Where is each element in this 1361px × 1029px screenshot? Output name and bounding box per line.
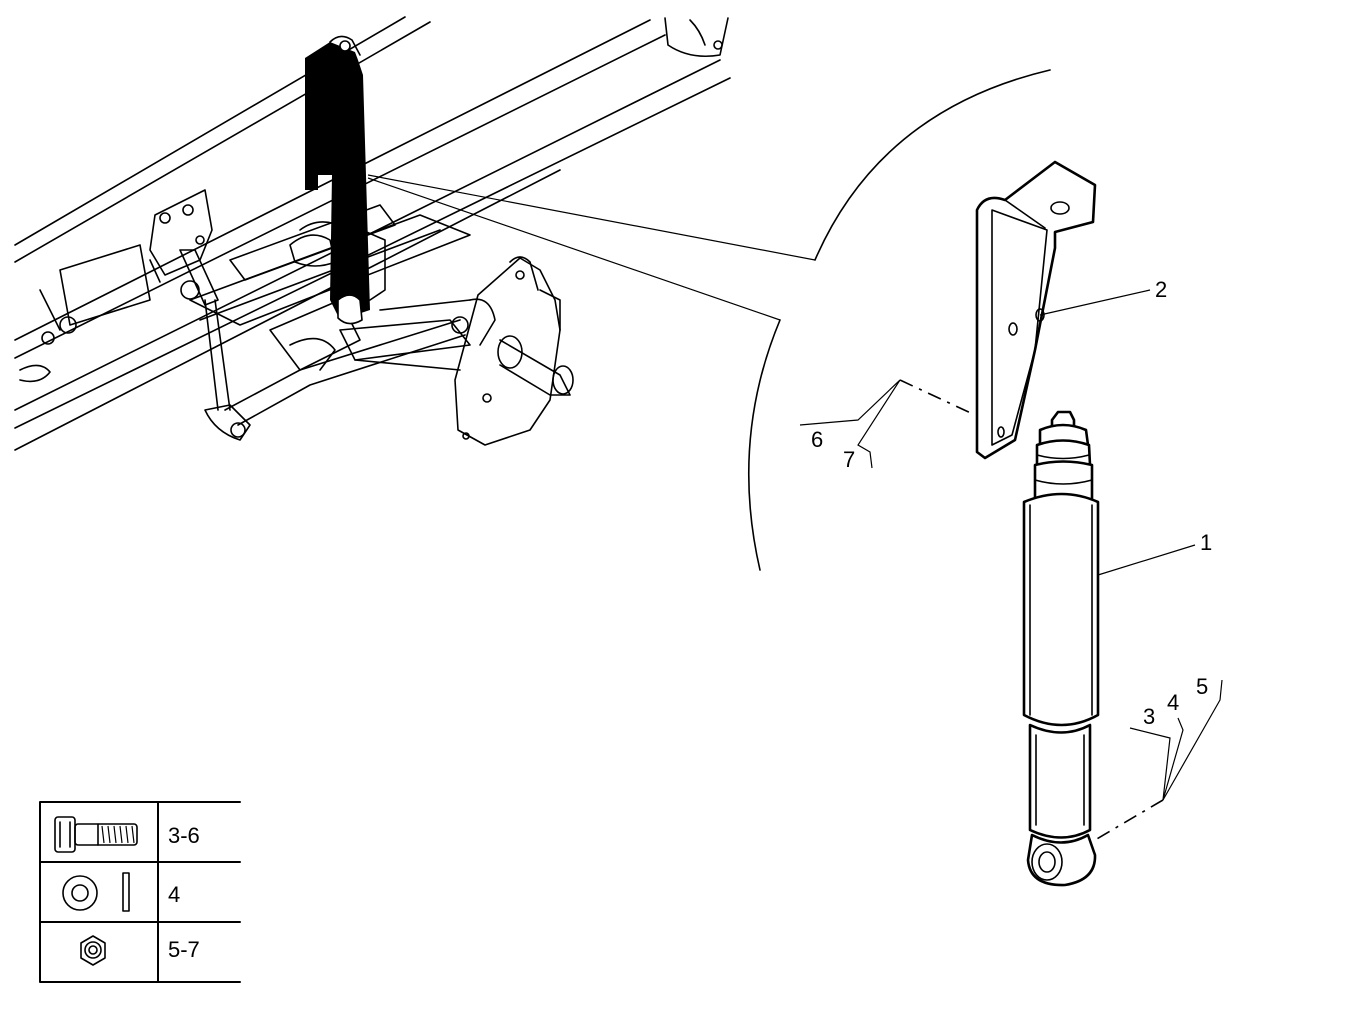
part-2-mounting-bracket [975, 160, 1097, 460]
hex-bolt-icon [54, 816, 138, 853]
callout-6: 6 [811, 427, 823, 452]
legend-label-nut: 5-7 [168, 937, 200, 962]
callout-1: 1 [1200, 530, 1212, 555]
callouts: 2 1 6 7 3 4 5 [799, 277, 1223, 841]
hex-nut-icon [80, 935, 106, 966]
legend-label-washer: 4 [168, 882, 180, 907]
part-1-shock-absorber [1022, 410, 1100, 887]
chassis-overview [14, 16, 816, 451]
callout-4: 4 [1167, 690, 1179, 715]
washer-icon [62, 872, 130, 912]
callout-2: 2 [1155, 277, 1167, 302]
callout-7: 7 [843, 447, 855, 472]
detail-view-boundary [814, 69, 1051, 261]
callout-5: 5 [1196, 674, 1208, 699]
callout-3: 3 [1143, 704, 1155, 729]
hardware-legend: 3-6 4 5-7 [39, 801, 241, 983]
legend-label-bolt: 3-6 [168, 823, 200, 848]
